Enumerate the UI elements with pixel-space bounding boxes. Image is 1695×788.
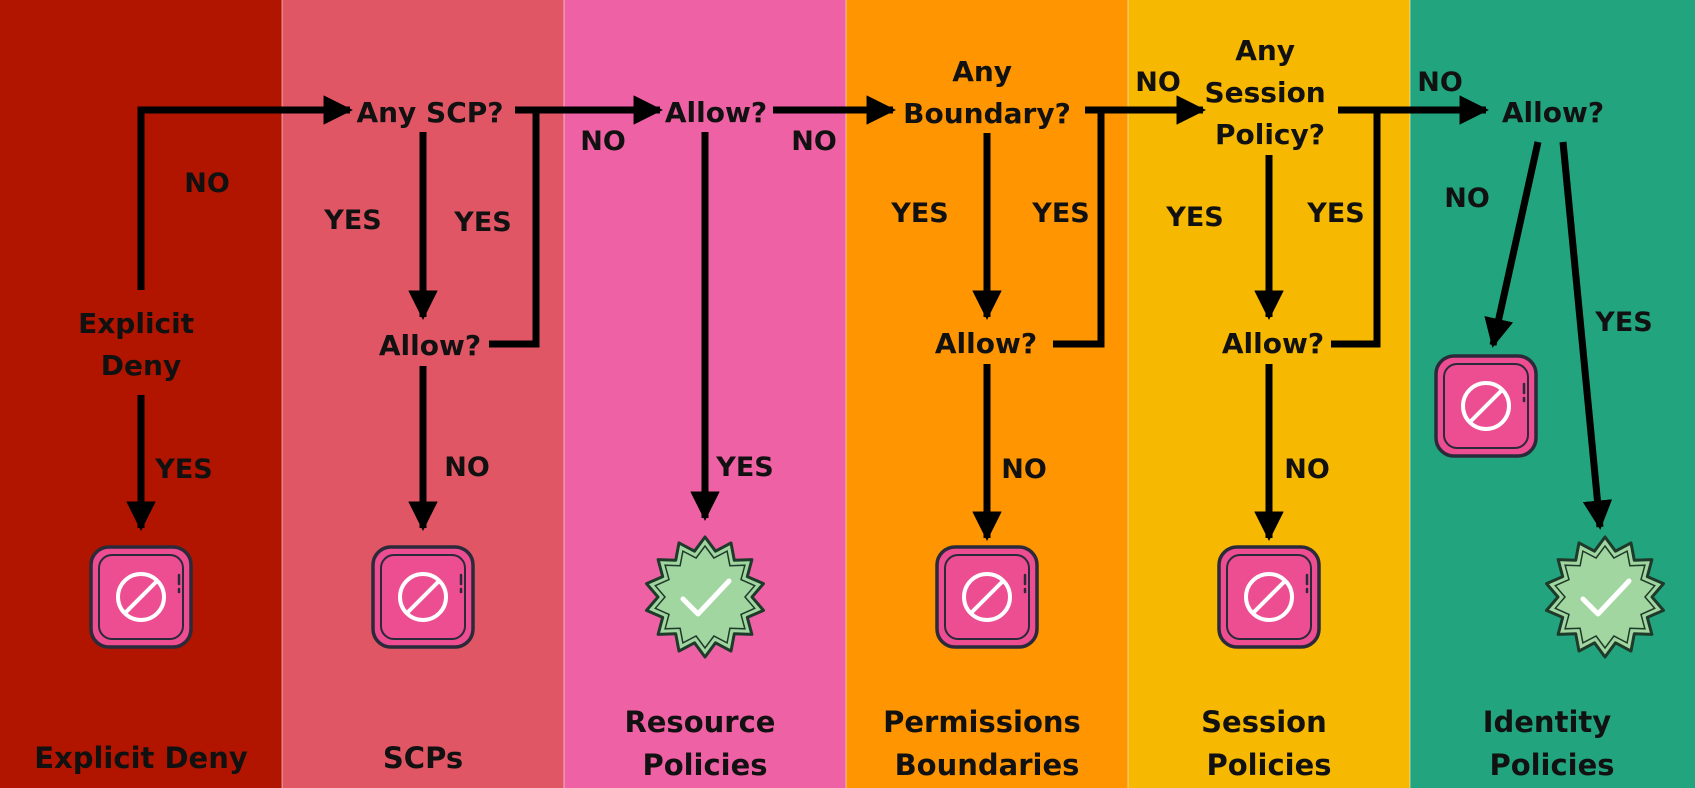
edge-label-boundary-allow-yes: YES <box>1031 198 1089 229</box>
edge-label-any-boundary-no: NO <box>791 126 837 157</box>
column-separators <box>281 0 1411 788</box>
deny-icon <box>371 545 475 649</box>
footer-explicit-deny: Explicit Deny <box>34 741 248 775</box>
decision-labels: Explicit Deny Any SCP? Allow? Allow? Any… <box>78 34 1604 382</box>
deny-icon <box>89 545 193 649</box>
decision-line: Any <box>1235 34 1295 67</box>
edge-identity-no <box>1484 141 1542 348</box>
decision-line: Allow? <box>1222 327 1324 360</box>
decision-explicit-deny: Explicit Deny <box>78 307 204 382</box>
decision-line: Boundary? <box>903 97 1071 130</box>
edge-label-identity-no-top: NO <box>1417 67 1463 98</box>
footer-scps: SCPs <box>383 741 463 775</box>
decision-line: Allow? <box>665 96 767 129</box>
footer-line: Boundaries <box>895 748 1080 782</box>
edge-label-any-boundary-yes: YES <box>890 198 948 229</box>
edge-boundary-allow-yes <box>1053 110 1105 348</box>
decision-scp-allow: Allow? <box>379 329 481 362</box>
edge-label-resource-no: NO <box>580 126 626 157</box>
edge-session-allow-yes <box>1331 110 1381 348</box>
edge-label-identity-no: NO <box>1444 183 1490 214</box>
decision-session-allow: Allow? <box>1222 327 1324 360</box>
footer-line: Identity <box>1483 705 1612 739</box>
footer-session-policies: Session Policies <box>1201 705 1337 782</box>
decision-any-boundary: Any Boundary? <box>903 55 1071 130</box>
allow-icon <box>645 535 765 659</box>
edge-label-session-allow-no: NO <box>1284 454 1330 485</box>
edge-label-explicit-deny-no: NO <box>184 168 230 199</box>
footer-permissions-boundaries: Permissions Boundaries <box>883 705 1091 782</box>
deny-icon <box>935 545 1039 649</box>
decision-line: Explicit <box>78 307 194 340</box>
footer-identity-policies: Identity Policies <box>1483 705 1622 782</box>
edge-label-session-allow-yes: YES <box>1306 198 1364 229</box>
footer-line: Session <box>1201 705 1327 739</box>
footer-line: Explicit Deny <box>34 741 248 775</box>
footer-line: Policies <box>1206 748 1331 782</box>
decision-line: Allow? <box>1502 96 1604 129</box>
edge-identity-yes <box>1559 141 1613 530</box>
decision-identity-allow: Allow? <box>1502 96 1604 129</box>
footer-line: Policies <box>1489 748 1614 782</box>
footer-line: Resource <box>624 705 775 739</box>
decision-line: Allow? <box>379 329 481 362</box>
decision-line: Policy? <box>1215 118 1325 151</box>
edge-scp-allow-yes <box>489 110 540 348</box>
footer-line: Permissions <box>883 705 1081 739</box>
decision-line: Session <box>1204 76 1325 109</box>
edge-label-boundary-allow-no: NO <box>1001 454 1047 485</box>
footer-line: Policies <box>642 748 767 782</box>
deny-icon <box>1434 354 1538 458</box>
decision-line: Deny <box>101 349 181 382</box>
edge-label-scp-allow-no: NO <box>444 452 490 483</box>
footer-line: SCPs <box>383 741 463 775</box>
edge-labels: NO YES YES YES NO NO YES NO YES YES NO N… <box>154 67 1652 485</box>
edge-label-resource-yes: YES <box>715 452 773 483</box>
decision-line: Any SCP? <box>356 96 503 129</box>
decision-any-session: Any Session Policy? <box>1204 34 1335 151</box>
decision-any-scp: Any SCP? <box>356 96 503 129</box>
decision-line: Any <box>952 55 1012 88</box>
edge-label-any-scp-yes: YES <box>323 205 381 236</box>
decision-resource-allow: Allow? <box>665 96 767 129</box>
edge-label-any-session-yes: YES <box>1165 202 1223 233</box>
footer-resource-policies: Resource Policies <box>624 705 785 782</box>
decision-line: Allow? <box>935 327 1037 360</box>
edge-label-any-session-no: NO <box>1135 67 1181 98</box>
outcome-icons <box>89 354 1665 659</box>
edge-label-identity-yes: YES <box>1594 307 1652 338</box>
edge-label-explicit-deny-yes: YES <box>154 454 212 485</box>
edge-explicit-deny-no <box>137 95 353 290</box>
allow-icon <box>1545 535 1665 659</box>
column-footers: Explicit Deny SCPs Resource Policies Per… <box>34 705 1622 782</box>
flow-connectors <box>126 95 1613 541</box>
decision-boundary-allow: Allow? <box>935 327 1037 360</box>
edge-label-scp-allow-yes: YES <box>453 207 511 238</box>
deny-icon <box>1217 545 1321 649</box>
